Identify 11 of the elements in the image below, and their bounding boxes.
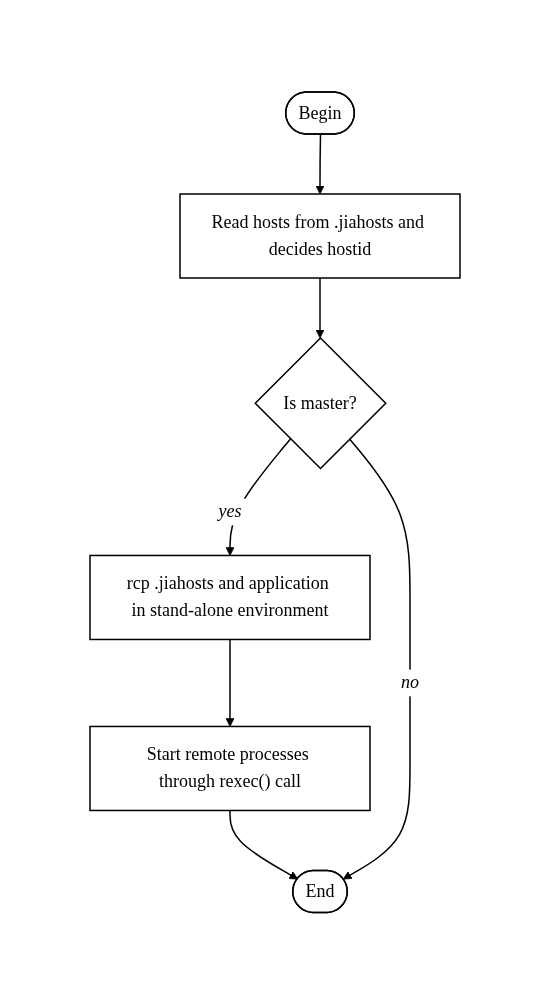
arrow <box>315 134 324 195</box>
node-box: rcp .jiahosts and application in stand-alone environment <box>88 555 371 641</box>
node-box: Read hosts from .jiahosts and decides hostid <box>178 193 461 279</box>
edge-label: yes <box>218 501 241 522</box>
arrow <box>225 639 234 728</box>
node-box: Start remote processes through rexec() call <box>88 726 371 812</box>
arrow <box>228 810 298 880</box>
edge-label: no <box>400 672 419 693</box>
node-diamond: Is master? <box>253 337 387 470</box>
arrow <box>342 438 411 880</box>
arrow <box>315 277 324 339</box>
